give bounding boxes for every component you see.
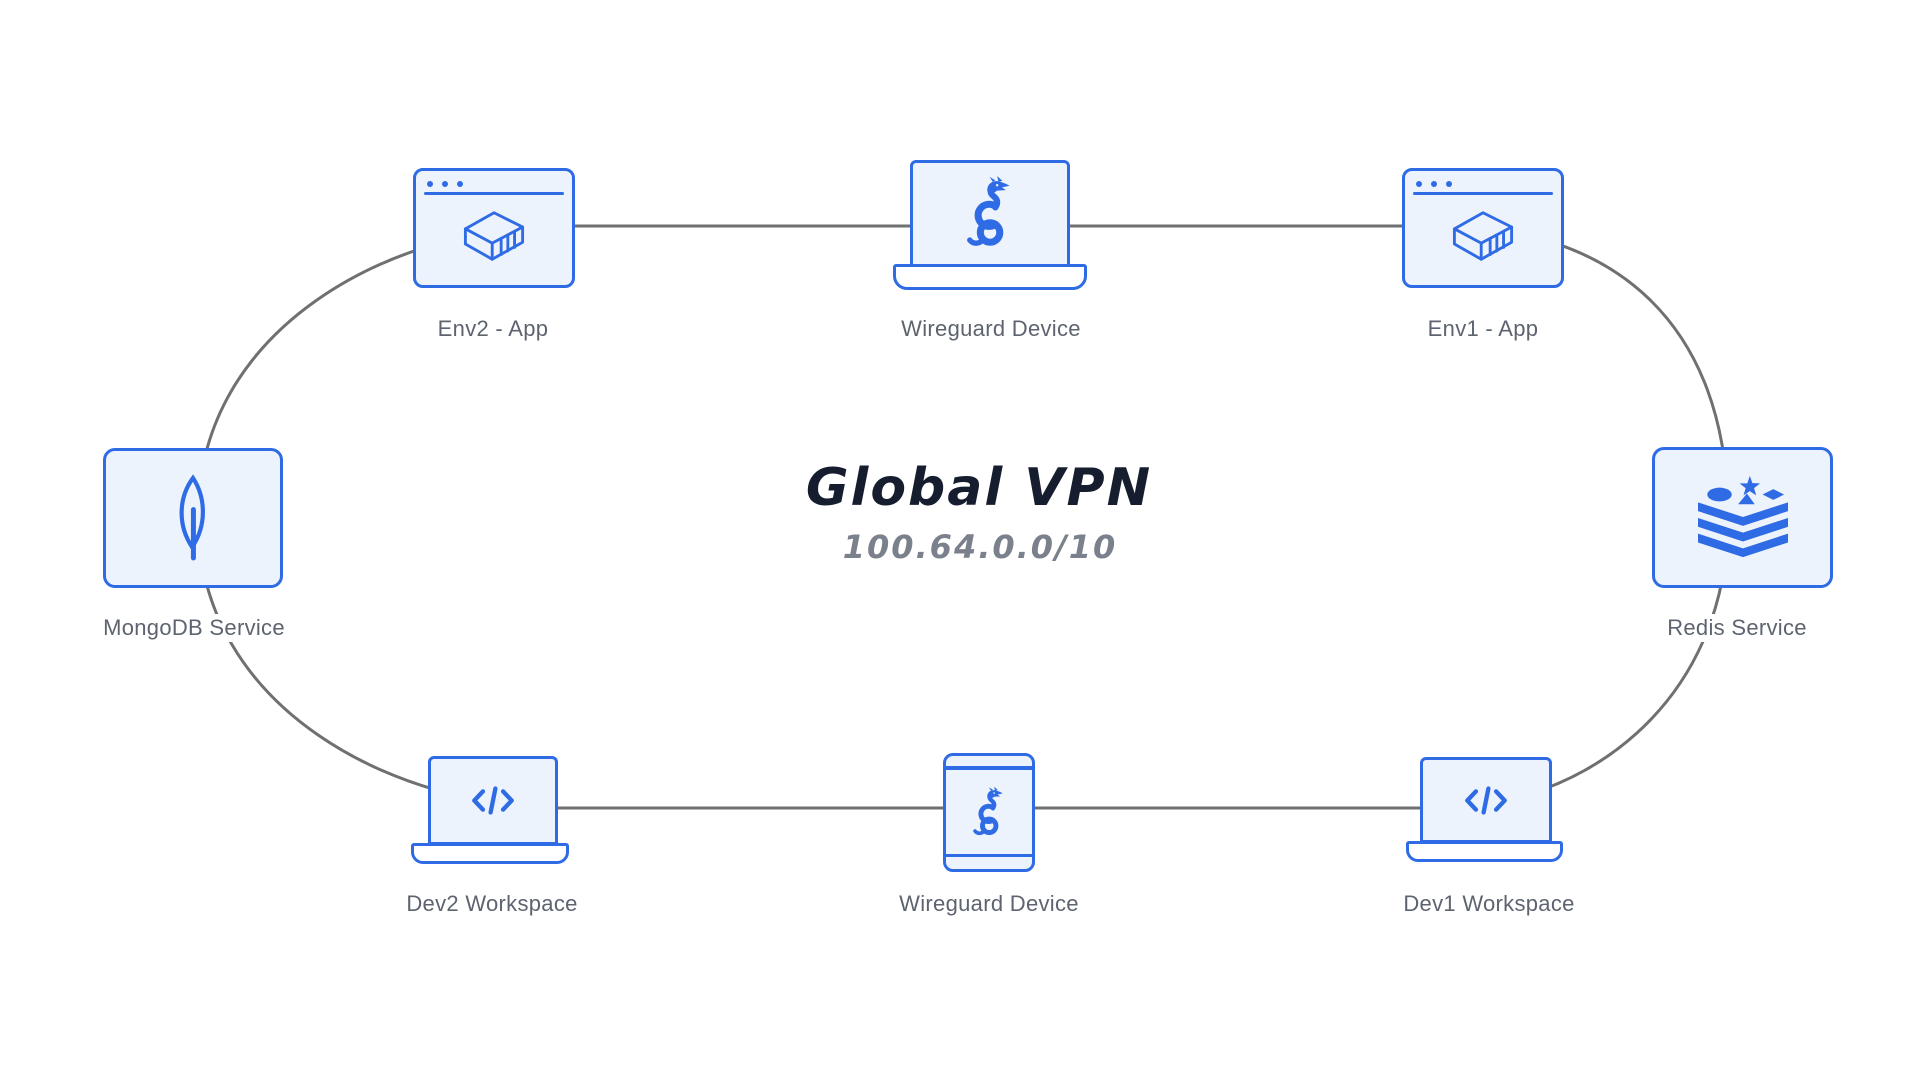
- vpn-cidr-subtitle: 100.64.0.0/10: [842, 528, 1118, 566]
- node-label-redis: Redis Service: [1660, 614, 1814, 642]
- phone-top-bar: [946, 766, 1032, 770]
- package-icon: [460, 202, 528, 261]
- laptop-base: [893, 264, 1087, 290]
- node-wireguard-bottom: [943, 753, 1035, 872]
- node-label-wireguard-top: Wireguard Device: [894, 315, 1088, 343]
- vpn-title: Global VPN: [805, 458, 1153, 518]
- laptop-base: [1406, 841, 1563, 862]
- wireguard-dragon-icon: [964, 175, 1017, 253]
- node-redis: [1652, 447, 1833, 588]
- phone-bottom-bar: [946, 853, 1032, 857]
- package-icon: [1449, 202, 1517, 261]
- window-dots-icon: [1416, 181, 1452, 187]
- node-mongodb: [103, 448, 283, 588]
- node-label-mongodb: MongoDB Service: [96, 614, 292, 642]
- node-env1: [1402, 168, 1564, 288]
- code-icon: [1463, 784, 1509, 817]
- laptop-screen: [1420, 757, 1552, 843]
- mongodb-leaf-icon: [168, 472, 218, 564]
- node-label-env2: Env2 - App: [430, 315, 556, 343]
- window-toolbar-rule: [424, 192, 564, 195]
- code-icon: [470, 784, 516, 817]
- redis-stack-icon: [1694, 473, 1792, 563]
- laptop-screen: [910, 160, 1070, 267]
- laptop-base: [411, 843, 569, 864]
- node-label-wireguard-bottom: Wireguard Device: [892, 890, 1086, 918]
- node-env2: [413, 168, 575, 288]
- node-label-dev2: Dev2 Workspace: [399, 890, 585, 918]
- node-label-env1: Env1 - App: [1420, 315, 1546, 343]
- wireguard-dragon-icon: [971, 786, 1008, 840]
- node-label-dev1: Dev1 Workspace: [1396, 890, 1582, 918]
- laptop-screen: [428, 756, 558, 845]
- window-dots-icon: [427, 181, 463, 187]
- window-toolbar-rule: [1413, 192, 1553, 195]
